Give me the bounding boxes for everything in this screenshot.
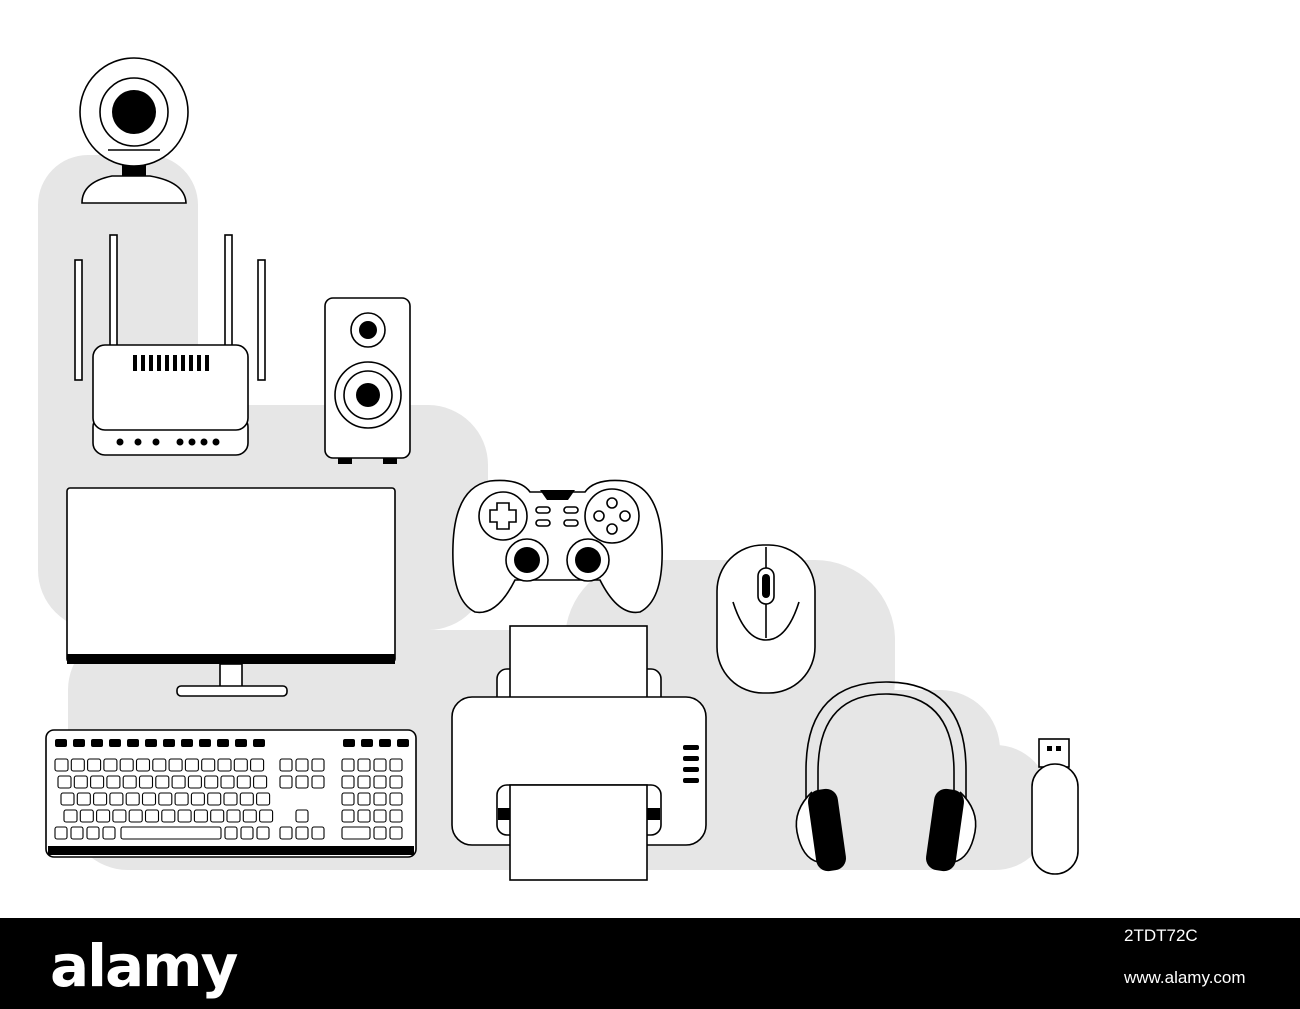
stock-watermark-bar: alamy 2TDT72C www.alamy.com xyxy=(0,918,1300,1009)
speaker-icon xyxy=(324,297,411,464)
usb-flash-drive-icon xyxy=(1031,738,1079,875)
watermark-url: www.alamy.com xyxy=(1124,968,1246,987)
devices-illustration xyxy=(38,57,1079,881)
webcam-icon xyxy=(79,57,189,204)
printer-icon xyxy=(451,625,707,881)
gamepad-icon xyxy=(452,479,663,614)
router-icon xyxy=(74,234,266,456)
mouse-icon xyxy=(716,544,816,694)
monitor-icon xyxy=(66,487,396,697)
watermark-logo: alamy xyxy=(50,932,238,1000)
watermark-image-id: 2TDT72C xyxy=(1124,926,1198,945)
headphones-icon xyxy=(795,681,977,872)
keyboard-icon xyxy=(45,729,417,858)
